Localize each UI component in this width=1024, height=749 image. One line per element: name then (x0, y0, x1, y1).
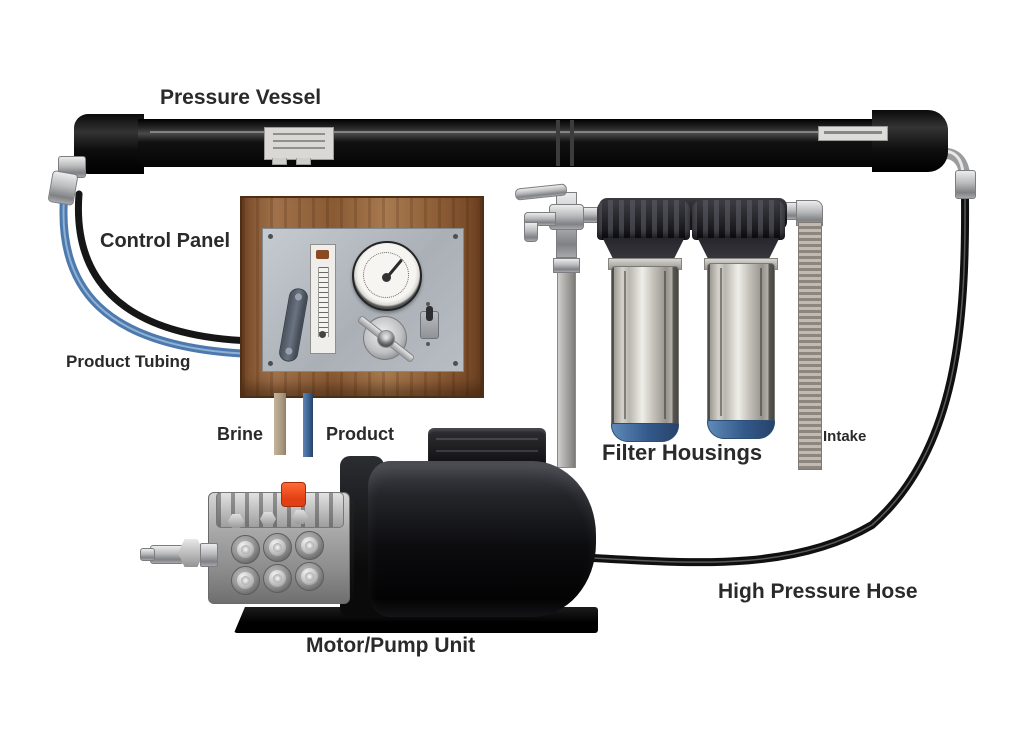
product-tubing-label: Product Tubing (66, 352, 191, 371)
filter-cap-right (692, 200, 785, 240)
brine-label: Brine (217, 424, 264, 444)
gauge-tick-ring (363, 252, 409, 298)
pump-bolt (263, 564, 292, 593)
gauge-hub (382, 273, 391, 282)
pump-hex-fitting (228, 514, 244, 528)
pump-inlet-hex-nut (178, 539, 204, 567)
filter-cap-left (597, 200, 690, 240)
vessel-sticker-tab (296, 158, 311, 165)
pump-bolt (263, 533, 292, 562)
pump-bolt (231, 566, 260, 595)
product-tubing-black (74, 190, 256, 345)
pressure-gauge (352, 241, 422, 311)
vessel-flow-sticker (818, 126, 888, 141)
hose-ferrule (955, 170, 976, 199)
vessel-left-elbow (47, 169, 79, 207)
faucet-spout-tip (524, 222, 538, 242)
plate-screw (268, 361, 273, 366)
high-pressure-hose-sheen (591, 195, 966, 563)
control-panel-label: Control Panel (100, 230, 231, 252)
power-toggle-switch[interactable] (420, 306, 439, 339)
pump-hex-fitting (260, 512, 276, 526)
pressure-valve-knob[interactable] (356, 314, 416, 364)
vessel-clamp-band (570, 120, 574, 166)
toggle-screw (426, 302, 430, 306)
product-tubing-highlight (62, 197, 253, 355)
drain-pipe-coupling (553, 258, 580, 273)
product-tubing-blue (59, 194, 256, 358)
pump-hex-fitting (292, 510, 308, 524)
drain-pipe (557, 248, 576, 468)
brine-tube (274, 393, 286, 455)
filter-housing-right (707, 263, 775, 439)
intake-label: Intake (823, 428, 867, 445)
filter-seam (760, 268, 762, 416)
pressure-vessel-right-cap (872, 110, 948, 172)
high-pressure-hose-label: High Pressure Hose (718, 580, 918, 603)
motor-pump-unit-label: Motor/Pump Unit (306, 634, 476, 657)
valve-center-cap (377, 330, 395, 348)
intake-pipe (798, 222, 822, 470)
pump-inlet-pipe (200, 543, 218, 567)
flow-meter-scale (318, 267, 329, 337)
plate-screw (453, 361, 458, 366)
pressure-vessel-highlight (150, 131, 860, 133)
filter-seam (624, 271, 626, 419)
pump-bolt (295, 531, 324, 560)
vessel-sticker-tab (272, 158, 287, 165)
filter-seam (720, 268, 722, 416)
motor-body (368, 461, 596, 617)
plate-screw (268, 234, 273, 239)
pump-oil-cap (281, 482, 306, 507)
flow-meter-float (319, 331, 326, 338)
pressure-vessel-tube (138, 119, 874, 167)
pressure-vessel-label: Pressure Vessel (160, 86, 322, 109)
vessel-sticker (264, 127, 334, 160)
pump-inlet-tip (140, 548, 155, 561)
toggle-screw (426, 342, 430, 346)
flow-meter-logo (316, 250, 329, 259)
pump-bolt (295, 562, 324, 591)
pump-bolt (231, 535, 260, 564)
product-label: Product (326, 424, 395, 444)
plate-screw (453, 234, 458, 239)
flow-meter (310, 244, 336, 354)
filter-housings-label: Filter Housings (602, 440, 763, 465)
vessel-clamp-band (556, 120, 560, 166)
filter-seam (664, 271, 666, 419)
toggle-bat[interactable] (426, 306, 433, 321)
product-tube (303, 393, 313, 457)
intake-elbow-corner (796, 200, 823, 226)
filter-housing-left (611, 266, 679, 442)
filter-bottom-band (707, 420, 775, 439)
